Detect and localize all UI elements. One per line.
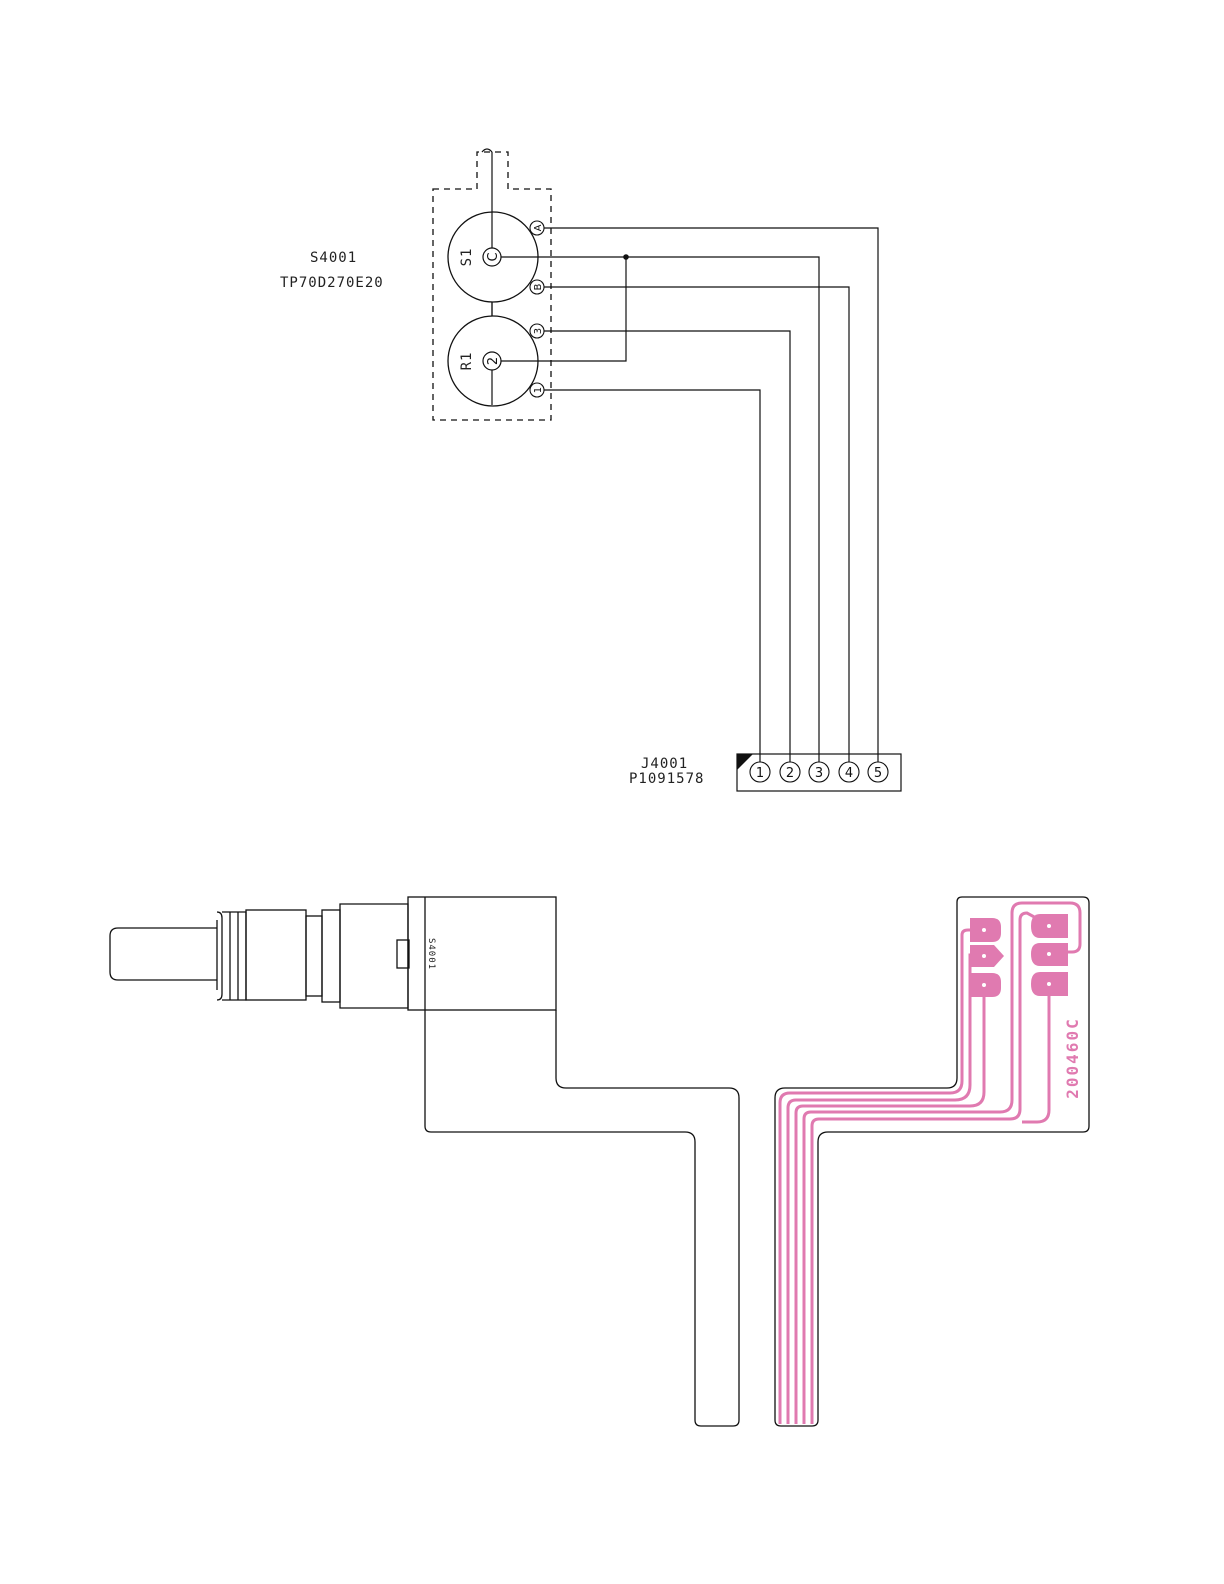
- terminal-1-label: 1: [533, 387, 544, 393]
- trace-6: [1022, 985, 1049, 1122]
- component-label: S4001: [426, 938, 436, 970]
- connector-pin-2-label: 2: [786, 766, 794, 781]
- connector-pin-5-label: 5: [874, 766, 882, 781]
- connector-pin-1-label: 1: [756, 766, 764, 781]
- connector-pin-4-label: 4: [845, 766, 853, 781]
- pad-hole: [1047, 952, 1051, 956]
- switch-part-label: TP70D270E20: [280, 275, 384, 291]
- pad-hole: [1047, 924, 1051, 928]
- wire-c-to-pin3: [501, 257, 819, 762]
- switch-ref-label: S4001: [310, 250, 357, 266]
- connector-part-label: P1091578: [629, 771, 704, 787]
- flange: [322, 910, 340, 1002]
- pot-wiper-label: 2: [486, 357, 501, 365]
- connector-pins: 1 2 3 4 5: [750, 762, 888, 782]
- wire-3-to-pin2: [544, 331, 790, 762]
- wire-b-to-pin4: [544, 287, 849, 762]
- pad-left-2: [970, 945, 1004, 967]
- body-front: [340, 904, 408, 1008]
- terminal-3-label: 3: [533, 328, 544, 334]
- flex-cable-outline-left: [425, 1010, 739, 1426]
- pad-hole: [982, 983, 986, 987]
- pot-side-view: S4001: [110, 897, 556, 1010]
- wire-a-to-pin5: [544, 228, 878, 762]
- pad-hole: [982, 928, 986, 932]
- shaft-collar: [217, 912, 246, 1000]
- body-tab: [397, 940, 409, 968]
- connector-pin-3-label: 3: [815, 766, 823, 781]
- junction-dot: [623, 254, 629, 260]
- board-code-label: 200460C: [1063, 1017, 1082, 1098]
- connector-ref-label: J4001: [641, 756, 688, 772]
- terminal-a-label: A: [533, 224, 544, 231]
- switch-element-label: S1: [459, 248, 475, 267]
- pad-hole: [1047, 982, 1051, 986]
- wire-1-to-pin1: [544, 390, 760, 762]
- trace-3: [796, 985, 984, 1424]
- pot-element-label: R1: [459, 352, 475, 371]
- shaft-tip: [110, 928, 217, 980]
- bushing: [246, 910, 306, 1000]
- nut: [306, 916, 322, 996]
- pad-hole: [982, 954, 986, 958]
- terminal-b-label: B: [533, 283, 544, 290]
- switch-common-label: C: [486, 252, 501, 261]
